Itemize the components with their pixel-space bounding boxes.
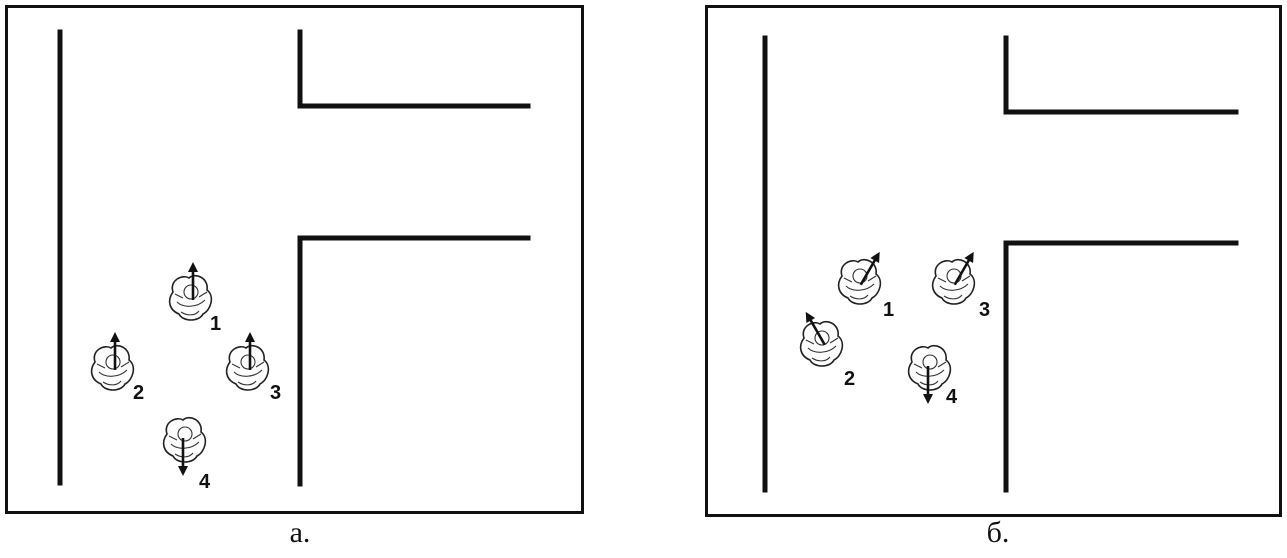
lower-corridor-wall — [1006, 243, 1236, 490]
lower-corridor-wall — [300, 238, 528, 484]
soldier-icon — [909, 346, 951, 404]
soldier-number: 4 — [199, 471, 211, 493]
soldier-number: 3 — [270, 382, 281, 404]
panel-caption-b: б. — [958, 516, 1038, 550]
upper-corridor-wall — [1006, 38, 1236, 112]
diagram-panel-a: 1 2 3 4 — [5, 5, 584, 514]
soldier-number: 2 — [844, 368, 855, 390]
upper-corridor-wall — [300, 32, 528, 106]
soldier-number: 2 — [133, 382, 144, 404]
soldier-icon — [801, 309, 843, 366]
soldier-number: 4 — [946, 386, 958, 408]
soldier-number: 1 — [883, 299, 894, 321]
corridor-diagram-b: 1 2 3 4 — [708, 8, 1279, 514]
soldier-icon — [170, 262, 212, 320]
soldier-icon — [839, 249, 884, 304]
soldier-icon — [933, 249, 978, 304]
corridor-diagram-a: 1 2 3 4 — [8, 8, 581, 511]
panel-caption-a: а. — [260, 516, 340, 550]
diagram-panel-b: 1 2 3 4 — [705, 5, 1282, 517]
soldier-number: 3 — [979, 299, 990, 321]
soldier-icon — [164, 418, 206, 476]
soldier-icon — [92, 332, 134, 390]
soldier-icon — [227, 332, 269, 390]
soldier-number: 1 — [210, 313, 221, 335]
